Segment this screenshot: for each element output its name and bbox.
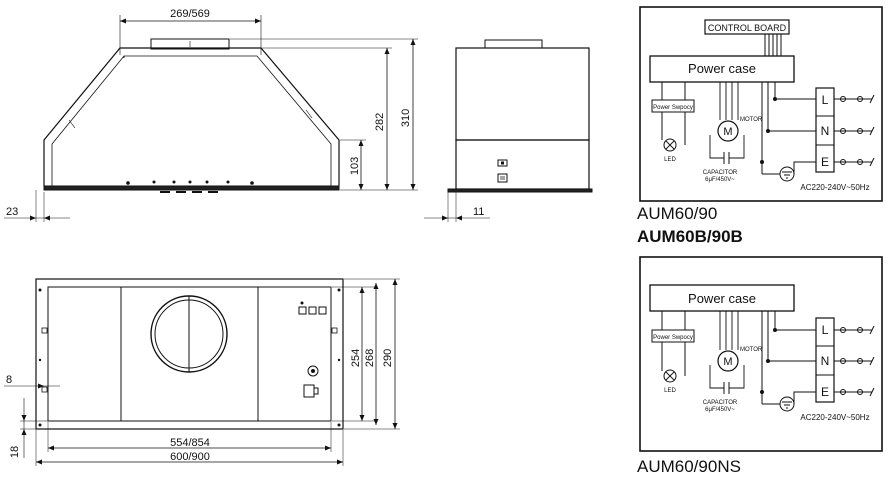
motor-label: MOTOR — [740, 117, 763, 123]
supply-label-b: AC220-240V~50Hz — [800, 413, 869, 422]
power-switch-label: Power Swpocy — [653, 105, 693, 111]
dim-left-offset: 8 — [6, 374, 12, 386]
bottom-view: 254 268 290 8 18 554/854 600/900 — [4, 278, 400, 466]
dim-lower: 103 — [349, 157, 361, 175]
motor-symbol-b: M — [723, 356, 732, 368]
terminal-e-b: E — [821, 385, 829, 399]
dim-width-inner: 554/854 — [170, 437, 210, 449]
model-label-a: AUM60/90 — [637, 204, 717, 223]
capacitor-label: CAPACITOR — [703, 170, 738, 176]
motor-label-b: MOTOR — [740, 347, 763, 353]
dim-top-width: 269/569 — [170, 8, 210, 20]
dim-height-body: 282 — [374, 113, 386, 131]
control-board-label: CONTROL BOARD — [708, 23, 787, 33]
power-case-label: Power case — [688, 61, 756, 76]
dim-height-total: 310 — [400, 109, 412, 127]
supply-label: AC220-240V~50Hz — [800, 183, 869, 192]
led-label: LED — [664, 157, 676, 163]
dim-left-edge: 23 — [6, 206, 18, 218]
dim-height-mid: 268 — [364, 349, 376, 367]
wiring-diagram-b: Power case Power Swpocy LED M MOTOR CAPA… — [637, 256, 883, 476]
dim-width-outer: 600/900 — [170, 451, 210, 463]
capacitor-label-b: CAPACITOR — [703, 400, 738, 406]
dim-height-inner: 254 — [350, 349, 362, 367]
terminal-l: L — [822, 93, 829, 107]
model-label-b: AUM60B/90B — [637, 227, 743, 246]
capacitor-rating-b: 6μF/450V~ — [705, 407, 735, 413]
side-view: 11 — [424, 39, 593, 222]
capacitor-rating: 6μF/450V~ — [705, 177, 735, 183]
dim-bottom-offset: 18 — [9, 446, 21, 458]
terminal-l-b: L — [822, 323, 829, 337]
terminal-e: E — [821, 155, 829, 169]
dim-height-outer: 290 — [382, 349, 394, 367]
model-label-ns: AUM60/90NS — [637, 457, 741, 476]
terminal-n: N — [821, 124, 830, 138]
motor-symbol: M — [723, 126, 732, 138]
wiring-diagram-a: CONTROL BOARD Power case Power Swpocy LE… — [637, 6, 883, 246]
dim-side-edge: 11 — [473, 206, 484, 218]
power-case-label-b: Power case — [688, 291, 756, 306]
led-label-b: LED — [664, 388, 676, 394]
power-switch-label-b: Power Swpocy — [653, 335, 693, 341]
terminal-n-b: N — [821, 354, 830, 368]
front-view: 269/569 103 282 3 — [4, 8, 418, 222]
